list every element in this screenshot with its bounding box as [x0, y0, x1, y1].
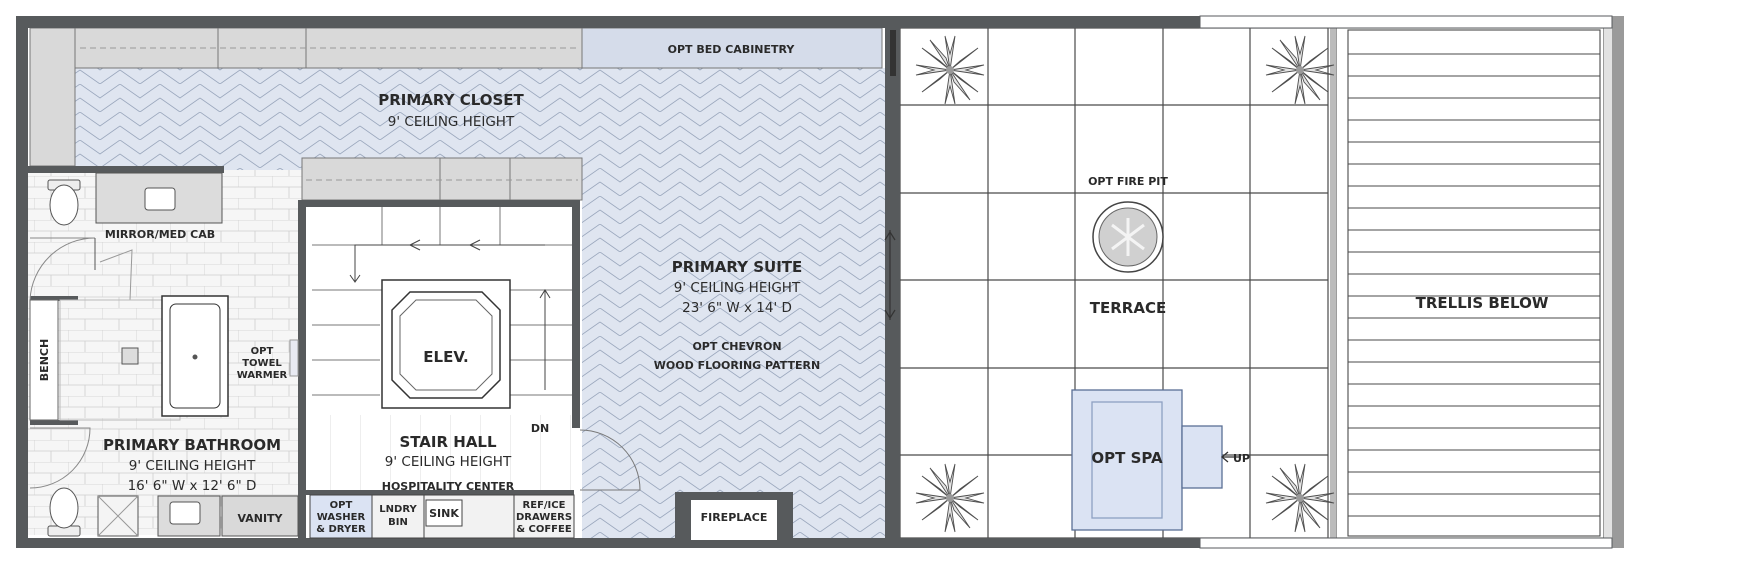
washer-line3: & DRYER	[316, 524, 366, 535]
primary-bathroom-dims: 16' 6" W x 12' 6" D	[128, 478, 257, 494]
suite-floor	[582, 68, 885, 543]
towel-line3: WARMER	[237, 370, 288, 381]
terrace-label: TERRACE	[1090, 299, 1166, 317]
washer-line2: WASHER	[317, 512, 366, 523]
refice-line2: DRAWERS	[516, 512, 572, 523]
chevron-note-line1: OPT CHEVRON	[692, 340, 781, 353]
chevron-note-line2: WOOD FLOORING PATTERN	[654, 359, 820, 372]
stair-hall-label: STAIR HALL	[399, 433, 497, 451]
lndry-line2: BIN	[388, 517, 408, 528]
stair	[312, 207, 572, 409]
primary-bathroom-ceiling: 9' CEILING HEIGHT	[129, 458, 256, 474]
primary-suite-label: PRIMARY SUITE	[672, 258, 803, 276]
bench-label: BENCH	[38, 339, 51, 381]
stair-arrow-icon	[349, 239, 551, 390]
shower-icon	[59, 299, 181, 421]
primary-suite-ceiling: 9' CEILING HEIGHT	[674, 280, 801, 296]
washer-line1: OPT	[330, 500, 353, 511]
opt-bed-cabinetry	[581, 27, 883, 69]
fire-pit-icon	[1092, 201, 1164, 273]
primary-closet-ceiling: 9' CEILING HEIGHT	[388, 114, 515, 130]
bathtub-icon	[161, 295, 229, 417]
stair-hall-ceiling: 9' CEILING HEIGHT	[385, 454, 512, 470]
refice-line1: REF/ICE	[523, 500, 566, 511]
hospitality-counter	[309, 494, 575, 539]
door-swing-icon	[579, 429, 641, 491]
primary-suite-dims: 23' 6" W x 14' D	[682, 300, 792, 316]
trellis-label: TRELLIS BELOW	[1416, 294, 1549, 312]
walls	[16, 15, 1624, 549]
primary-closet-label: PRIMARY CLOSET	[378, 91, 524, 109]
fireplace-label: FIREPLACE	[701, 511, 768, 524]
towel-line2: TOWEL	[242, 358, 282, 369]
opt-bed-cabinetry-label: OPT BED CABINETRY	[668, 43, 796, 56]
opt-spa	[1071, 389, 1240, 531]
elevator-label: ELEV.	[423, 348, 468, 366]
hospitality-center-label: HOSPITALITY CENTER	[382, 480, 515, 493]
closet-cabinetry	[29, 27, 883, 201]
up-label: UP	[1233, 452, 1250, 465]
sliding-door	[884, 230, 896, 320]
opt-spa-label: OPT SPA	[1091, 449, 1163, 467]
refice-line3: & COFFEE	[516, 524, 572, 535]
mirror-label: MIRROR/MED CAB	[105, 228, 215, 241]
towel-line1: OPT	[251, 346, 274, 357]
door-swing-icon	[29, 237, 96, 301]
stair-hall-floor	[312, 415, 575, 495]
bathroom-fixtures	[29, 172, 299, 537]
toilet-icon	[47, 179, 81, 226]
trellis	[1330, 27, 1622, 539]
opt-fire-pit-label: OPT FIRE PIT	[1088, 175, 1168, 188]
toilet-icon	[47, 487, 81, 537]
primary-bathroom-label: PRIMARY BATHROOM	[103, 436, 281, 454]
lndry-line1: LNDRY	[379, 504, 417, 515]
dn-label: DN	[531, 422, 549, 435]
sink-label: SINK	[429, 507, 459, 520]
vanity-label: VANITY	[237, 512, 283, 525]
